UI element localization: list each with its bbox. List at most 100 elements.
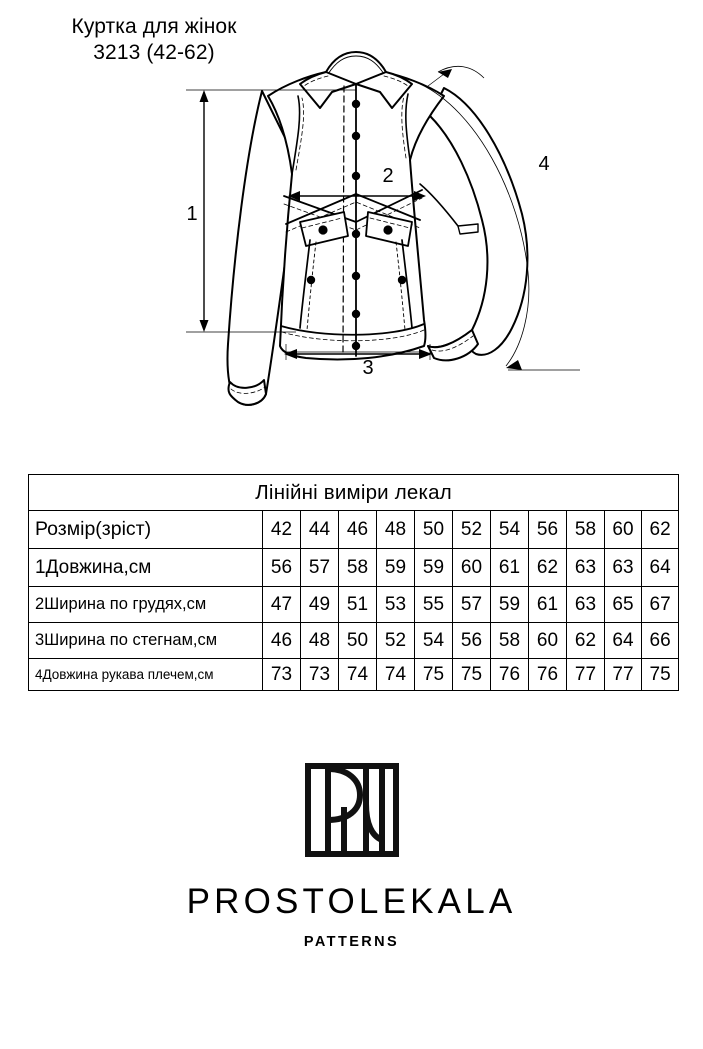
dim3-arrow-left — [284, 349, 297, 359]
left-armhole-seam — [291, 95, 301, 175]
cell-chest-48: 53 — [376, 586, 415, 623]
dim4-arrow-bottom — [506, 360, 522, 370]
button-placket-3 — [351, 171, 361, 181]
dim4-label: 4 — [538, 153, 549, 175]
table-row: 4Довжина рукава плечем,см 73 73 74 74 75… — [28, 658, 680, 691]
cell-sleeve-54: 76 — [490, 658, 529, 691]
cell-chest-46: 51 — [338, 586, 377, 623]
cell-size-46: 46 — [338, 510, 377, 549]
chest-yoke-seam — [283, 189, 423, 223]
cell-length-58: 63 — [566, 548, 605, 587]
cell-length-46: 58 — [338, 548, 377, 587]
row-label-chest-width: 2Ширина по грудях,см — [28, 586, 263, 623]
cell-size-58: 58 — [566, 510, 605, 549]
cell-chest-58: 63 — [566, 586, 605, 623]
table-title-row: Лінійні виміри лекал — [27, 474, 680, 511]
cell-hip-56: 60 — [528, 622, 567, 659]
page-title-line-1: Куртка для жінок — [71, 15, 237, 38]
cell-sleeve-62: 75 — [640, 658, 680, 691]
button-placket-4 — [351, 229, 361, 239]
cell-length-62: 64 — [640, 548, 680, 587]
collar-right-topstitch — [383, 75, 409, 87]
cell-sleeve-60: 77 — [604, 658, 642, 691]
right-front-panel-topstitch — [395, 241, 406, 331]
cell-sleeve-42: 73 — [262, 658, 301, 691]
button-placket-7 — [351, 341, 361, 351]
cell-hip-46: 50 — [338, 622, 377, 659]
cell-size-42: 42 — [262, 510, 301, 549]
cell-size-50: 50 — [414, 510, 453, 549]
cell-hip-62: 66 — [640, 622, 680, 659]
row-label-hip-width: 3Ширина по стегнам,см — [28, 622, 263, 659]
button-placket-2 — [351, 131, 361, 141]
page-title-line-2: 3213 (42-62) — [93, 40, 215, 64]
cell-hip-54: 58 — [490, 622, 529, 659]
dim4-leader-line — [427, 73, 445, 87]
cell-chest-44: 49 — [300, 586, 339, 623]
button-placket-1 — [351, 99, 361, 109]
cell-sleeve-50: 75 — [414, 658, 453, 691]
dim1-arrow-top — [199, 90, 209, 102]
button-panel-left — [306, 275, 316, 285]
dim2-arrow-left — [288, 191, 300, 201]
chest-pocket-right-stitch — [369, 217, 411, 229]
cell-length-60: 63 — [604, 548, 642, 587]
cell-chest-60: 65 — [604, 586, 642, 623]
cell-length-56: 62 — [528, 548, 567, 587]
hem-band-top-seam — [280, 323, 425, 336]
jacket-flat-sketch-svg: 1 2 3 4 — [186, 51, 580, 406]
row-label-size: Розмір(зріст) — [28, 510, 263, 549]
cell-hip-52: 56 — [452, 622, 491, 659]
dim3-label: 3 — [362, 357, 373, 379]
cell-length-54: 61 — [490, 548, 529, 587]
cell-length-50: 59 — [414, 548, 453, 587]
cell-length-48: 59 — [376, 548, 415, 587]
cell-chest-56: 61 — [528, 586, 567, 623]
cell-length-42: 56 — [262, 548, 301, 587]
cell-hip-50: 54 — [414, 622, 453, 659]
cell-chest-54: 59 — [490, 586, 529, 623]
button-pocket-right — [383, 225, 393, 235]
left-armhole-topstitch — [295, 97, 304, 171]
right-cuff-topstitch — [431, 335, 474, 352]
dim2-arrow-right — [414, 191, 426, 201]
cell-sleeve-52: 75 — [452, 658, 491, 691]
cell-size-60: 60 — [604, 510, 642, 549]
button-panel-right — [397, 275, 407, 285]
cell-size-44: 44 — [300, 510, 339, 549]
collar-fold — [327, 55, 385, 75]
dim4-top-arc — [437, 65, 485, 79]
dim3-arrow-right — [419, 349, 432, 359]
jacket-technical-drawing: 1 2 3 4 — [176, 44, 596, 434]
cell-hip-42: 46 — [262, 622, 301, 659]
cell-hip-60: 64 — [604, 622, 642, 659]
cell-size-48: 48 — [376, 510, 415, 549]
page-title: Куртка для жінок 3213 (42-62) — [24, 14, 284, 65]
table-title: Лінійні виміри лекал — [27, 474, 680, 511]
dim2-label: 2 — [382, 165, 393, 187]
brand-wordmark: PROSTOLEKALA — [186, 882, 517, 921]
right-cuff — [427, 329, 479, 362]
table-row: 2Ширина по грудях,см 47 49 51 53 55 57 5… — [28, 586, 680, 623]
cell-chest-50: 55 — [414, 586, 453, 623]
button-placket-6 — [351, 309, 361, 319]
dim4-curve — [419, 83, 530, 367]
brand-subwordmark: PATTERNS — [303, 934, 400, 950]
left-front-panel-topstitch — [306, 241, 317, 331]
left-front-panel-seam — [299, 239, 311, 329]
cell-sleeve-48: 74 — [376, 658, 415, 691]
row-label-sleeve-length: 4Довжина рукава плечем,см — [28, 658, 263, 691]
hem-band-topstitch — [281, 329, 425, 342]
cell-chest-52: 57 — [452, 586, 491, 623]
table-row: 1Довжина,см 56 57 58 59 59 60 61 62 63 6… — [28, 548, 680, 587]
cell-size-52: 52 — [452, 510, 491, 549]
dim4-arrow-top — [438, 69, 452, 78]
cell-sleeve-56: 76 — [528, 658, 567, 691]
cell-sleeve-44: 73 — [300, 658, 339, 691]
cell-sleeve-58: 77 — [566, 658, 605, 691]
sleeve-placket-detail — [457, 223, 479, 235]
button-pocket-left — [318, 225, 328, 235]
dim1-label: 1 — [186, 203, 197, 225]
right-armhole-topstitch — [401, 95, 407, 159]
left-cuff — [227, 379, 267, 406]
